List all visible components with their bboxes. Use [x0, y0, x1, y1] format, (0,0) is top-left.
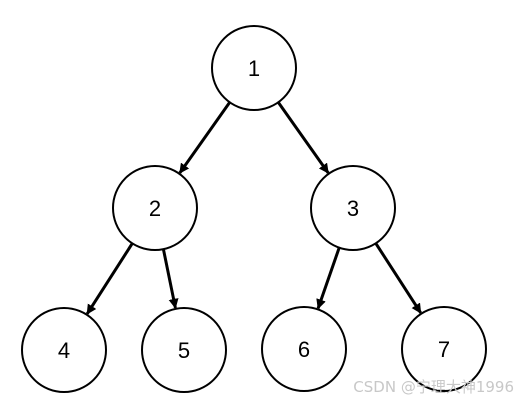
tree-node-7: 7	[401, 306, 487, 392]
node-label-2: 2	[149, 196, 161, 221]
watermark-text: CSDN @宁理大神1996	[353, 378, 514, 396]
node-circle-4	[21, 307, 107, 393]
edge-3-to-7	[374, 242, 422, 314]
nodes-layer: 1 2 3 4 5 6 7	[21, 25, 487, 393]
edge-3-to-6	[316, 247, 341, 310]
tree-node-1: 1	[211, 25, 297, 111]
node-label-3: 3	[347, 196, 359, 221]
edge-1-to-3	[277, 101, 330, 174]
tree-node-3: 3	[310, 165, 396, 251]
edge-2-to-4	[85, 242, 134, 315]
node-circle-3	[310, 165, 396, 251]
node-circle-6	[261, 306, 347, 392]
node-label-5: 5	[178, 338, 190, 363]
edge-2-to-5	[161, 248, 179, 309]
edges-layer	[85, 101, 422, 315]
node-label-7: 7	[438, 337, 450, 362]
node-label-6: 6	[298, 337, 310, 362]
node-circle-2	[112, 165, 198, 251]
node-circle-5	[141, 307, 227, 393]
tree-node-6: 6	[261, 306, 347, 392]
node-circle-7	[401, 306, 487, 392]
node-label-1: 1	[248, 56, 260, 81]
node-label-4: 4	[58, 338, 70, 363]
node-circle-1	[211, 25, 297, 111]
tree-node-4: 4	[21, 307, 107, 393]
tree-node-5: 5	[141, 307, 227, 393]
tree-node-2: 2	[112, 165, 198, 251]
edge-1-to-2	[178, 101, 231, 174]
